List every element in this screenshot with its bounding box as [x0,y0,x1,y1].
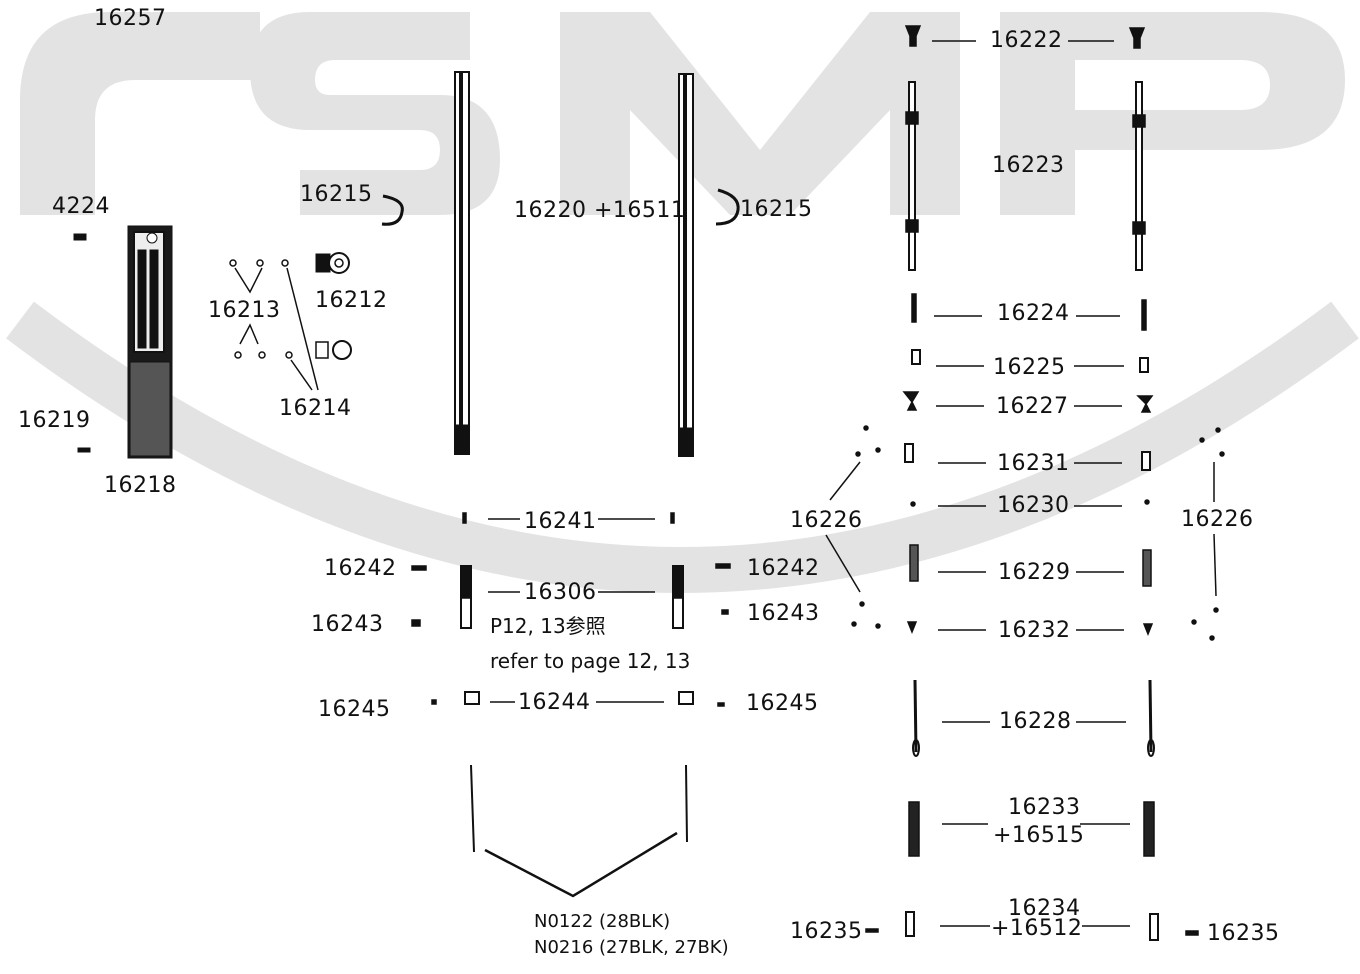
part-label-16235-right: 16235 [1207,921,1280,946]
spring-16229a-icon [909,544,919,582]
right-parts [825,25,1225,941]
left-parts [73,188,740,459]
reference-note-en: refer to page 12, 13 [490,649,691,673]
part-label-4224: 4224 [52,194,110,219]
screw-16222b-icon [1128,27,1146,49]
part-label-16227: 16227 [996,394,1069,419]
sleeve-16231b-icon [1141,451,1151,471]
knob-16214-icon [315,340,352,360]
part-label-16229: 16229 [998,560,1071,585]
screw-4224-icon [73,233,87,241]
part-label-16306: 16306 [524,580,597,605]
part-label-16231: 16231 [997,451,1070,476]
collar-16225a-icon [911,349,921,365]
part-label-16234: 16234 [1008,896,1081,921]
wire-note-n0122: N0122 (28BLK) [534,911,671,932]
part-label-16515: +16515 [993,823,1085,848]
spring-16229b-icon [1142,549,1152,587]
part-label-16219: 16219 [18,408,91,433]
screw-16243b-icon [721,609,729,615]
spring-16224a-icon [911,293,917,323]
part-label-16213: 16213 [208,298,281,323]
knob-16212-icon [315,252,350,274]
screw-16243a-icon [411,619,421,627]
sleeve-16231a-icon [904,443,914,463]
clip-16215b-icon [715,188,740,226]
part-16232a-icon [906,621,918,635]
part-label-16230: 16230 [997,493,1070,518]
screw-16219-icon [77,447,91,453]
part-label-16241: 16241 [524,509,597,534]
part-label-16243-left: 16243 [311,612,384,637]
part-16234a-icon [905,911,915,937]
part-label-16226-right: 16226 [1181,507,1254,532]
ring-16230a-icon [910,501,916,507]
part-16232b-icon [1142,623,1154,637]
screw-16222a-icon [904,25,922,47]
part-label-16243-right: 16243 [747,601,820,626]
part-label-16245-left: 16245 [318,697,391,722]
part-label-16215-left: 16215 [300,182,373,207]
part-label-16225: 16225 [993,355,1066,380]
spring-16233a-icon [908,801,920,857]
part-label-16214: 16214 [279,396,352,421]
part-label-16232: 16232 [998,618,1071,643]
screw-16235b-icon [1185,930,1199,936]
part-label-16244: 16244 [518,690,591,715]
clip-16215a-icon [381,194,404,226]
screw-16235a-icon [865,928,879,933]
spring-16224b-icon [1141,299,1147,331]
part-label-16224: 16224 [997,301,1070,326]
part-label-16512: +16512 [991,916,1083,941]
wire-note-n0216: N0216 (27BLK, 27BK) [534,937,729,958]
part-label-16222: 16222 [990,28,1063,53]
screw-16245b-icon [717,702,725,707]
screw-16245a-icon [431,699,437,705]
wire-n0122a-icon [470,764,475,853]
part-label-16228: 16228 [999,709,1072,734]
part-label-16245-right: 16245 [746,691,819,716]
rod-16223b-icon [1135,81,1143,271]
spring-16233b-icon [1143,801,1155,857]
block-16244b-icon [678,691,694,705]
part-16227b-icon [1136,395,1154,413]
part-label-16220: 16220 +16511 [514,198,686,223]
part-label-16233: 16233 [1008,795,1081,820]
part-label-16257: 16257 [94,6,167,31]
block-16244a-icon [464,691,480,705]
part-label-16226-left: 16226 [790,508,863,533]
part-label-16218: 16218 [104,473,177,498]
rod-16223a-icon [908,81,916,271]
part-label-16212: 16212 [315,288,388,313]
part-label-16215-right: 16215 [740,197,813,222]
part-16227a-icon [902,391,920,411]
part-label-16242-right: 16242 [747,556,820,581]
wire-n0122b-icon [685,764,688,843]
screw-16242a-icon [411,565,427,571]
reference-note-jp: P12, 13参照 [490,614,606,638]
part-label-16235-left: 16235 [790,919,863,944]
pin-16241b-icon [670,512,675,524]
balls-16226b-icon [1191,427,1225,641]
rings-16213-icon [229,259,319,391]
screw-16242b-icon [715,563,731,569]
collar-16225b-icon [1139,357,1149,373]
ring-16230b-icon [1144,499,1150,505]
middle-parts [411,512,731,898]
part-label-16223: 16223 [992,153,1065,178]
balls-16226a-icon [825,425,881,629]
part-16234b-icon [1149,913,1159,941]
part-label-16242-left: 16242 [324,556,397,581]
pin-16241a-icon [462,512,467,524]
middle-rods [454,71,694,457]
